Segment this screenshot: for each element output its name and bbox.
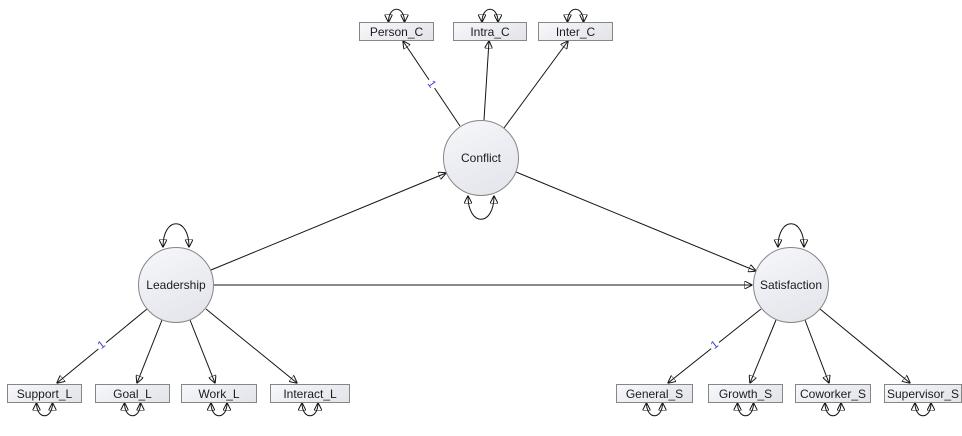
variance-loop-inter-c [568,8,584,22]
indicator-growth-s: Growth_S [708,384,783,403]
path-satisfaction-coworker-s [804,319,829,383]
variance-loop-satisfaction [778,223,804,247]
variance-loop-supervisor-s [915,403,931,417]
variance-loop-intra-c [482,8,498,22]
variance-loop-coworker-s [825,403,841,417]
indicator-support-l: Support_L [7,384,82,403]
path-conflict-satisfaction [515,171,756,271]
variance-loop-conflict [468,196,494,220]
latent-leadership: Leadership [138,247,214,323]
indicator-person-c: Person_C [359,22,434,41]
indicator-coworker-s: Coworker_S [795,384,871,403]
variance-loop-person-c [389,8,405,22]
path-leadership-interact-l [205,308,297,383]
indicator-inter-c: Inter_C [538,22,613,41]
path-conflict-inter-c [503,41,568,129]
latent-conflict: Conflict [443,120,519,196]
variance-loop-general-s [647,403,663,417]
indicator-goal-l: Goal_L [95,384,170,403]
path-leadership-goal-l [137,319,163,383]
indicator-interact-l: Interact_L [270,384,350,403]
variance-loop-support-l [37,403,53,417]
variance-loop-growth-s [738,403,754,417]
path-satisfaction-growth-s [750,319,777,383]
indicator-general-s: General_S [616,384,693,403]
latent-satisfaction: Satisfaction [753,247,829,323]
path-satisfaction-supervisor-s [819,308,910,383]
path-leadership-conflict [210,173,446,271]
path-leadership-work-l [189,319,215,383]
indicator-work-l: Work_L [181,384,257,403]
path-conflict-intra-c [483,41,489,121]
indicator-intra-c: Intra_C [453,22,527,41]
variance-loop-goal-l [125,403,141,417]
variance-loop-work-l [211,403,227,417]
indicator-supervisor-s: Supervisor_S [884,384,962,403]
variance-loop-leadership [163,223,189,247]
variance-loop-interact-l [302,403,318,417]
